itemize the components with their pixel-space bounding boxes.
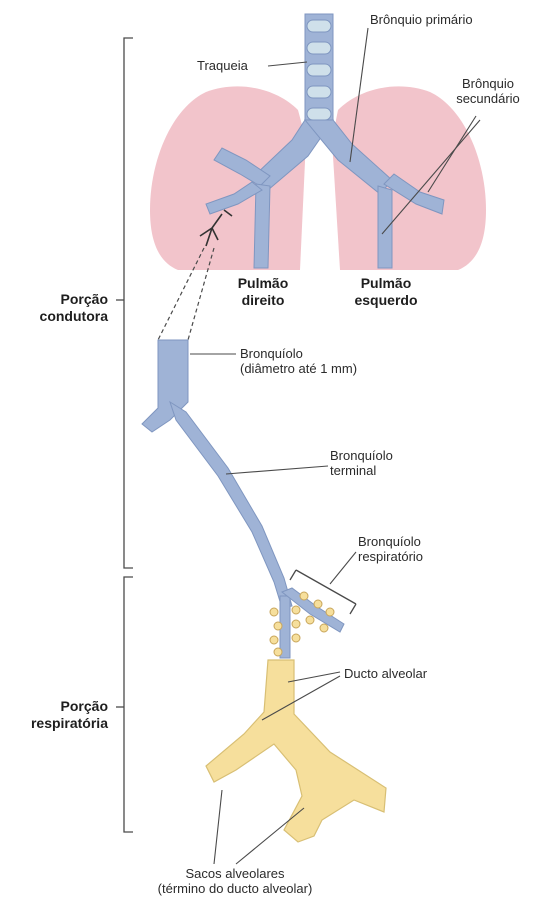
label-porcao-respiratoria: Porção respiratória <box>6 698 108 732</box>
label-pulmao-esquerdo-line1: Pulmão <box>346 275 426 292</box>
terminal-bronchiole <box>170 402 292 608</box>
label-pulmao-direito: Pulmão direito <box>228 275 298 309</box>
label-bronquiolo-respiratorio-line1: Bronquíolo <box>358 534 423 549</box>
label-pulmao-direito-line2: direito <box>228 292 298 309</box>
respiratory-bronchiole-branch <box>282 588 344 632</box>
label-bronquiolo-terminal-line2: terminal <box>330 463 393 478</box>
respiratory-bronchiole-bracket <box>290 570 356 614</box>
bracket-respiratory-portion <box>116 577 133 832</box>
leader-traqueia <box>268 62 307 66</box>
label-bronquio-secundario-line1: Brônquio <box>448 76 528 91</box>
label-bronquio-secundario-line2: secundário <box>448 91 528 106</box>
label-bronquiolo-respiratorio-line2: respiratório <box>358 549 423 564</box>
bracket-conducting-portion <box>116 38 133 568</box>
label-porcao-respiratoria-line1: Porção <box>6 698 108 715</box>
label-porcao-condutora-line2: condutora <box>8 308 108 325</box>
label-bronquiolo: Bronquíolo (diâmetro até 1 mm) <box>240 346 357 376</box>
label-traqueia: Traqueia <box>197 58 248 73</box>
leader-bronquiolo-terminal <box>226 466 328 474</box>
label-sacos-alveolares-line2: (término do ducto alveolar) <box>130 881 340 896</box>
leader-sacos-a <box>214 790 222 864</box>
label-bronquiolo-line2: (diâmetro até 1 mm) <box>240 361 357 376</box>
secondary-bronchus-left-lower <box>378 186 392 268</box>
label-ducto-alveolar: Ducto alveolar <box>344 666 427 681</box>
label-bronquio-primario: Brônquio primário <box>370 12 473 27</box>
label-bronquiolo-respiratorio: Bronquíolo respiratório <box>358 534 423 564</box>
label-pulmao-direito-line1: Pulmão <box>228 275 298 292</box>
label-bronquiolo-terminal: Bronquíolo terminal <box>330 448 393 478</box>
label-porcao-respiratoria-line2: respiratória <box>6 715 108 732</box>
label-sacos-alveolares: Sacos alveolares (término do ducto alveo… <box>130 866 340 896</box>
label-pulmao-esquerdo-line2: esquerdo <box>346 292 426 309</box>
secondary-bronchus-right-lower <box>254 184 270 268</box>
label-bronquiolo-terminal-line1: Bronquíolo <box>330 448 393 463</box>
label-bronquiolo-line1: Bronquíolo <box>240 346 357 361</box>
label-pulmao-esquerdo: Pulmão esquerdo <box>346 275 426 309</box>
label-porcao-condutora-line1: Porção <box>8 291 108 308</box>
left-lung <box>332 86 486 270</box>
leader-bronquiolo-respiratorio <box>330 552 356 584</box>
label-bronquio-secundario: Brônquio secundário <box>448 76 528 106</box>
label-porcao-condutora: Porção condutora <box>8 291 108 325</box>
label-sacos-alveolares-line1: Sacos alveolares <box>130 866 340 881</box>
